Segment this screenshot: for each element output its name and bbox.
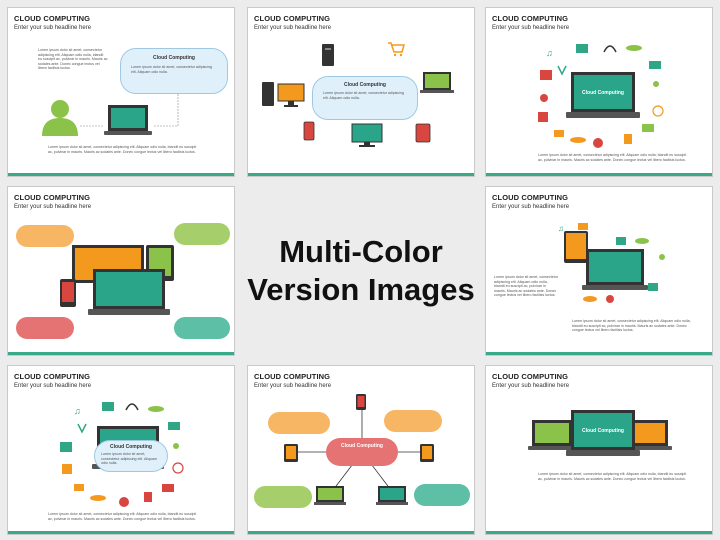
- cloud-hub: Cloud Computing: [326, 438, 398, 466]
- slide-subtitle: Enter your sub headline here: [492, 383, 570, 389]
- slide-title: CLOUD COMPUTING: [14, 14, 91, 23]
- cloud-teal: [174, 317, 230, 339]
- tablet-icon: [284, 444, 298, 462]
- slide-subtitle: Enter your sub headline here: [14, 383, 92, 389]
- slide-thumb-3[interactable]: CLOUD COMPUTING Enter your sub headline …: [485, 7, 713, 177]
- slide-footer-text: Lorem ipsum dolor sit amet, consectetur …: [48, 145, 197, 154]
- cloud-teal: [414, 484, 470, 506]
- icon-ring: ♫: [60, 402, 184, 507]
- cart-icon: [388, 42, 405, 57]
- laptop-icon: [88, 269, 170, 315]
- multi-color-heading: Multi-Color Version Images: [247, 186, 475, 356]
- cloud-green: [174, 223, 230, 245]
- cloud-orange: [16, 225, 74, 247]
- cloud-red: [16, 317, 74, 339]
- slide-thumb-1[interactable]: CLOUD COMPUTING Enter your sub headline …: [7, 7, 235, 177]
- cloud-text: Lorem ipsum dolor sit amet, consectetur …: [131, 65, 212, 74]
- laptop-icon: [582, 249, 648, 290]
- user-icon: [42, 100, 78, 136]
- laptop-icon: [104, 105, 152, 135]
- cloud-orange: [268, 412, 330, 434]
- cloud-label: Cloud Computing: [341, 443, 383, 449]
- slide-title: CLOUD COMPUTING: [492, 193, 569, 202]
- slide-title: CLOUD COMPUTING: [14, 372, 91, 381]
- server-icon: [322, 44, 334, 66]
- laptop-icon: [376, 486, 408, 505]
- heading-line-1: Multi-Color: [279, 234, 443, 269]
- slide-title: CLOUD COMPUTING: [254, 14, 331, 23]
- slide-title: CLOUD COMPUTING: [254, 372, 331, 381]
- slide-thumb-4[interactable]: CLOUD COMPUTING Enter your sub headline …: [7, 186, 235, 356]
- slide-footer-text: Lorem ipsum dolor sit amet, consectetur …: [538, 472, 687, 481]
- slide-thumb-7[interactable]: CLOUD COMPUTING Enter your sub headline …: [7, 365, 235, 535]
- svg-text:♫: ♫: [558, 224, 564, 233]
- laptop-icon: [528, 420, 576, 450]
- phone-icon: [60, 279, 76, 307]
- slide-subtitle: Enter your sub headline here: [254, 383, 332, 389]
- monitor-icon: [277, 83, 305, 107]
- slide-thumb-9[interactable]: CLOUD COMPUTING Enter your sub headline …: [485, 365, 713, 535]
- slide-thumb-8[interactable]: CLOUD COMPUTING Enter your sub headline …: [247, 365, 475, 535]
- slide-body-text: Lorem ipsum dolor sit amet, consectetur …: [38, 48, 108, 71]
- desktop-tower-icon: [262, 82, 274, 106]
- tablet-icon: [564, 231, 588, 263]
- heading-line-2: Version Images: [247, 272, 475, 307]
- laptop-icon: [420, 72, 454, 93]
- cloud-green: [254, 486, 312, 508]
- cloud-label: Cloud Computing: [153, 55, 195, 61]
- phone-icon: [303, 121, 315, 141]
- laptop-icon: [314, 486, 346, 505]
- cloud-label: Cloud Computing: [344, 82, 386, 88]
- cloud-text: Lorem ipsum dolor sit amet, consectetur …: [101, 452, 157, 466]
- cloud-shape: Cloud Computing Lorem ipsum dolor sit am…: [94, 440, 168, 472]
- slide-title: CLOUD COMPUTING: [492, 372, 569, 381]
- slide-body-text: Lorem ipsum dolor sit amet, consectetur …: [494, 275, 558, 298]
- laptop-icon: [566, 410, 640, 456]
- svg-text:♫: ♫: [74, 406, 81, 416]
- cloud-shape: Cloud Computing Lorem ipsum dolor sit am…: [312, 76, 418, 120]
- laptop-icon: [566, 72, 640, 118]
- cloud-orange: [384, 410, 442, 432]
- slide-subtitle: Enter your sub headline here: [254, 25, 332, 31]
- slide-thumb-2[interactable]: CLOUD COMPUTING Enter your sub headline …: [247, 7, 475, 177]
- cloud-label: Cloud Computing: [110, 444, 152, 450]
- phone-icon: [356, 394, 366, 410]
- svg-text:♫: ♫: [546, 48, 553, 58]
- laptop-screen-label: Cloud Computing: [582, 90, 624, 96]
- slide-thumb-6[interactable]: CLOUD COMPUTING Enter your sub headline …: [485, 186, 713, 356]
- slide-title: CLOUD COMPUTING: [492, 14, 569, 23]
- monitor-icon: [351, 123, 383, 147]
- slide-subtitle: Enter your sub headline here: [14, 204, 92, 210]
- slide-subtitle: Enter your sub headline here: [492, 25, 570, 31]
- connector-line: [80, 94, 179, 127]
- cloud-text: Lorem ipsum dolor sit amet, consectetur …: [323, 91, 404, 100]
- cloud-shape: Cloud Computing Lorem ipsum dolor sit am…: [120, 48, 228, 94]
- tablet-icon: [420, 444, 434, 462]
- slide-subtitle: Enter your sub headline here: [14, 25, 92, 31]
- icon-ring: ♫: [558, 223, 665, 303]
- slide-footer-text: Lorem ipsum dolor sit amet, consectetur …: [572, 319, 691, 333]
- slide-subtitle: Enter your sub headline here: [492, 204, 570, 210]
- laptop-screen-label: Cloud Computing: [582, 428, 624, 434]
- icon-ring: ♫: [538, 44, 664, 148]
- slide-footer-text: Lorem ipsum dolor sit amet, consectetur …: [48, 512, 197, 521]
- slide-title: CLOUD COMPUTING: [14, 193, 91, 202]
- slide-footer-text: Lorem ipsum dolor sit amet, consectetur …: [538, 153, 687, 162]
- tablet-icon: [415, 123, 431, 143]
